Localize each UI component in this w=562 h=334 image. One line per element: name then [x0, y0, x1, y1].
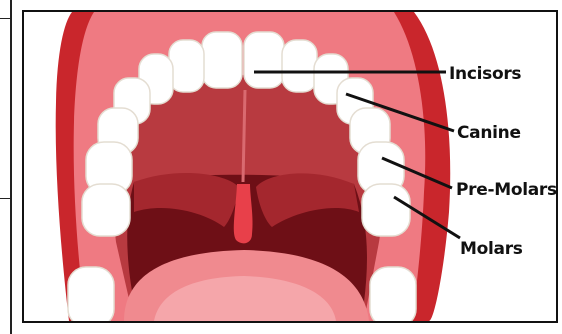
label-molars: Molars	[460, 239, 523, 259]
tooth-incisor	[244, 32, 284, 88]
tooth-molar	[362, 184, 410, 236]
frame-tick	[0, 198, 10, 199]
tooth-incisor	[202, 32, 242, 88]
palate-line	[243, 90, 245, 182]
left-frame-edge	[0, 0, 12, 334]
tooth-molar	[82, 184, 130, 236]
tooth-incisor	[169, 40, 204, 92]
label-incisors: Incisors	[449, 64, 521, 84]
mouth-diagram: Incisors Canine Pre-Molars Molars	[22, 10, 558, 323]
label-canine: Canine	[457, 123, 521, 143]
tooth-lower-molar	[370, 267, 416, 321]
label-premolars: Pre-Molars	[456, 180, 556, 200]
tooth-lower-molar	[68, 267, 114, 321]
uvula	[234, 184, 253, 243]
frame-tick	[0, 18, 10, 19]
mouth-illustration: Incisors Canine Pre-Molars Molars	[24, 12, 556, 321]
tooth-incisor	[282, 40, 317, 92]
